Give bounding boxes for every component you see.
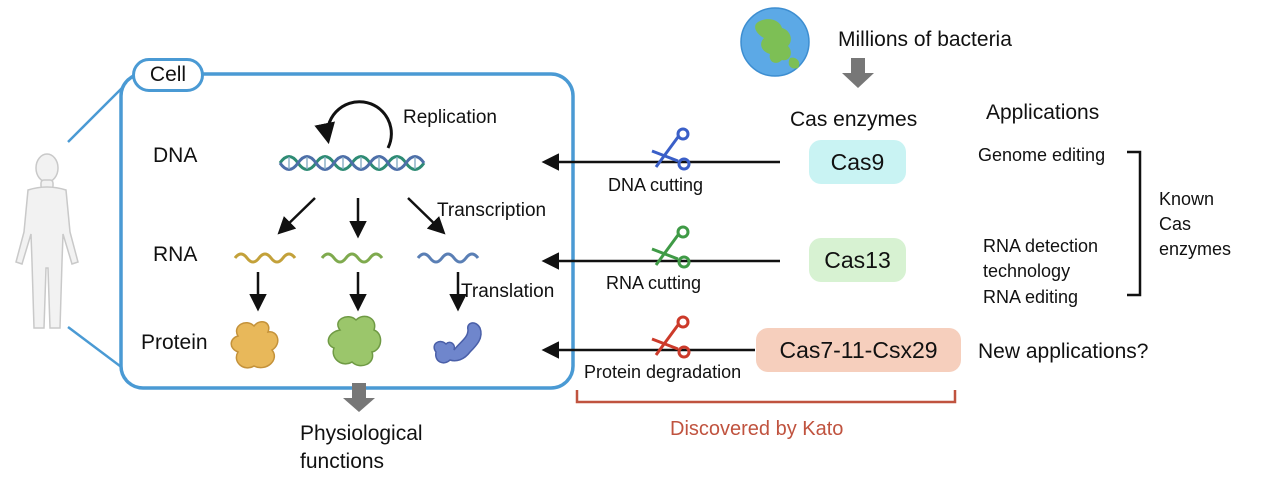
transcription-arrow-right bbox=[407, 197, 446, 235]
functions-label: functions bbox=[300, 450, 385, 473]
cas7-11-csx29-badge: Cas7-11-Csx29 bbox=[756, 328, 961, 372]
translation-label: Translation bbox=[461, 281, 555, 302]
cell-label: Cell bbox=[132, 58, 204, 92]
discovery-bracket bbox=[575, 390, 957, 404]
scissors-icon bbox=[651, 127, 691, 171]
protein-icon bbox=[230, 321, 279, 369]
cas13-badge: Cas13 bbox=[809, 238, 906, 282]
physiological-label: Physiological bbox=[300, 422, 423, 445]
human-figure-icon bbox=[15, 153, 79, 329]
scissors-icon bbox=[651, 315, 691, 359]
transcription-label: Transcription bbox=[437, 200, 547, 221]
cas9-badge: Cas9 bbox=[809, 140, 906, 184]
dna-cutting-label: DNA cutting bbox=[608, 175, 704, 195]
zoom-line-top bbox=[67, 81, 129, 143]
cas-label: Cas bbox=[1159, 214, 1192, 234]
rna-label: RNA bbox=[153, 243, 198, 266]
rna-strand-icon bbox=[320, 252, 384, 264]
dna-label: DNA bbox=[153, 144, 198, 167]
globe-icon bbox=[740, 7, 810, 77]
discovered-by-kato-label: Discovered by Kato bbox=[670, 418, 844, 440]
replication-arrow bbox=[314, 100, 393, 149]
protein-label: Protein bbox=[141, 331, 208, 354]
rna-strand-icon bbox=[233, 252, 297, 264]
rna-detection-label: RNA detection bbox=[983, 236, 1099, 256]
rna-cutting-label: RNA cutting bbox=[606, 273, 702, 293]
protein-degradation-label: Protein degradation bbox=[584, 362, 742, 382]
protein-icon bbox=[433, 322, 482, 364]
gray-down-arrow bbox=[343, 383, 375, 412]
transcription-arrow-left bbox=[277, 197, 316, 235]
zoom-line-bottom bbox=[67, 326, 129, 373]
known-enzymes-bracket bbox=[1127, 150, 1142, 297]
protein-icon bbox=[327, 315, 382, 367]
scissors-icon bbox=[651, 225, 691, 269]
bacteria-label: Millions of bacteria bbox=[838, 28, 1012, 51]
replication-label: Replication bbox=[403, 107, 497, 128]
cas-enzymes-heading: Cas enzymes bbox=[790, 108, 918, 131]
rna-strand-icon bbox=[416, 252, 480, 264]
known-label: Known bbox=[1159, 189, 1215, 209]
new-applications-label: New applications? bbox=[978, 340, 1149, 363]
gray-down-arrow bbox=[842, 58, 874, 88]
enzymes-label: enzymes bbox=[1159, 239, 1232, 259]
genome-editing-label: Genome editing bbox=[978, 145, 1106, 165]
dna-helix-icon bbox=[278, 155, 426, 171]
technology-label: technology bbox=[983, 261, 1071, 281]
rna-editing-label: RNA editing bbox=[983, 287, 1079, 307]
applications-heading: Applications bbox=[986, 101, 1100, 124]
